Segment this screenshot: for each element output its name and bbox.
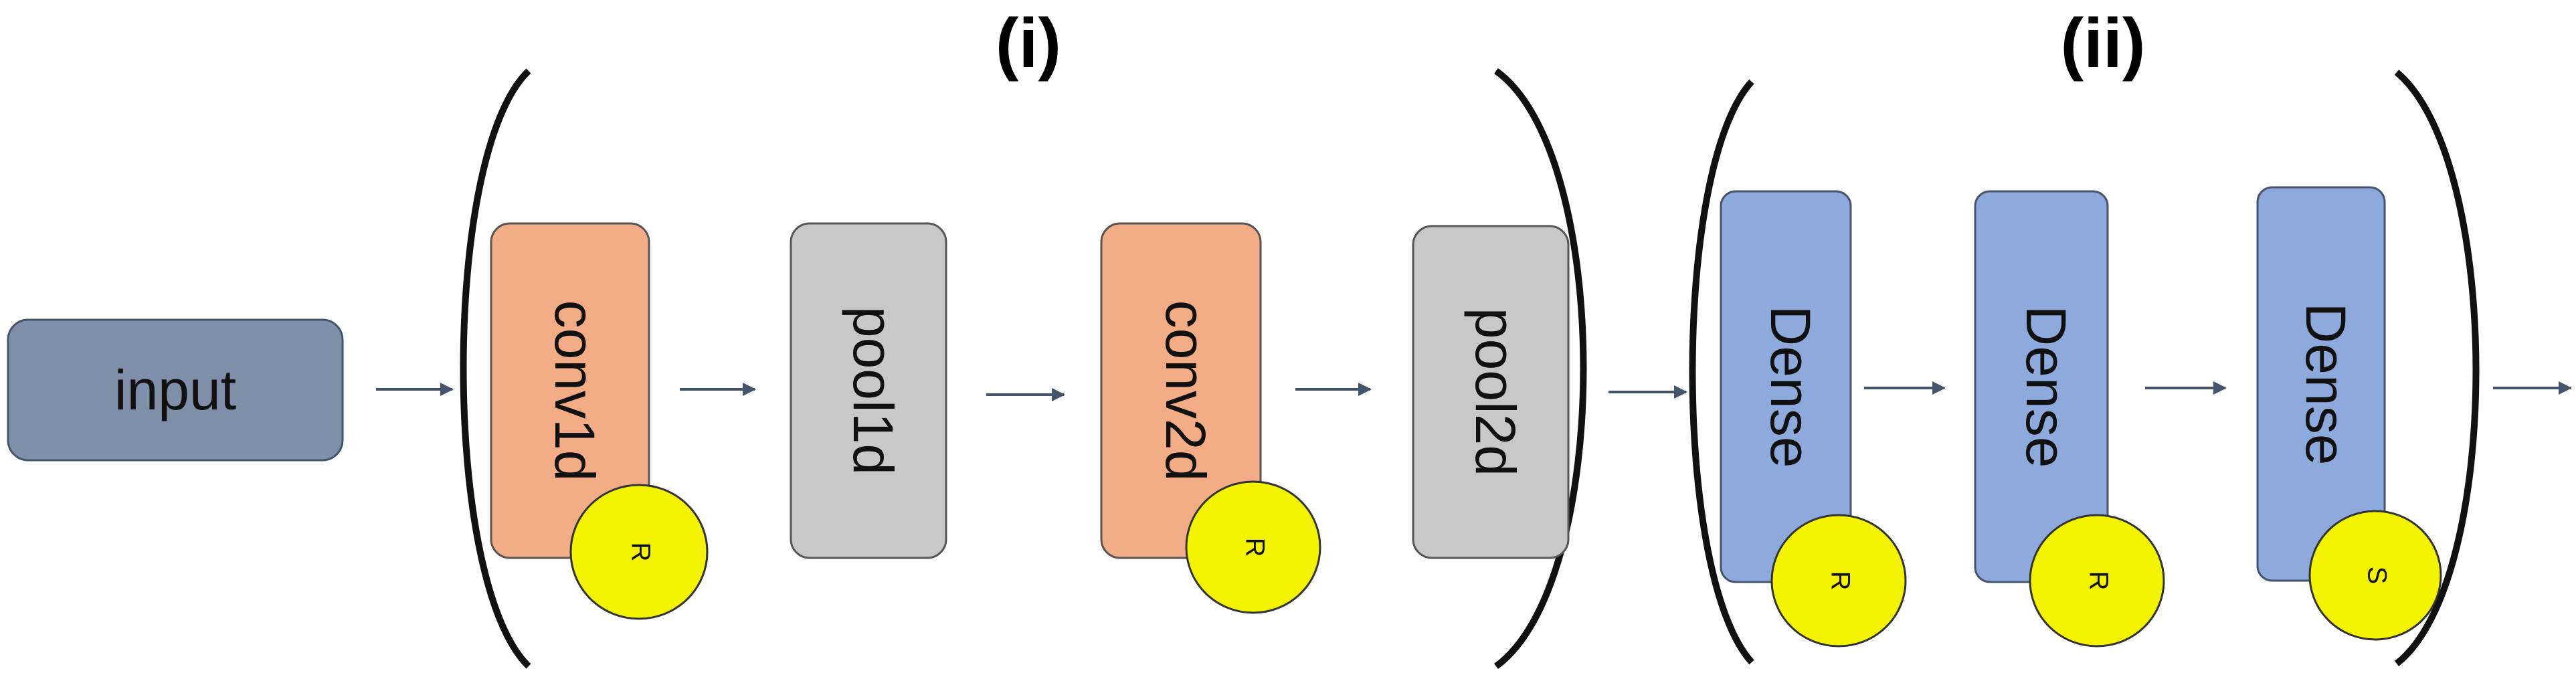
section-i-left-bracket <box>460 68 531 669</box>
dense1-activation-badge: R <box>1770 514 1907 648</box>
dense3-block: Dense <box>2256 186 2386 582</box>
conv1d-activation-circle <box>569 484 709 620</box>
pool1d-block: pool1d <box>790 222 947 559</box>
conv2d-block-label: conv2d <box>1154 300 1217 482</box>
dense3-block-label: Dense <box>2294 303 2357 466</box>
conv2d-block: conv2d <box>1100 222 1262 559</box>
conv2d-activation-circle <box>1185 480 1321 614</box>
pool1d-block-label: pool1d <box>842 306 905 475</box>
conv1d-activation-label: R <box>626 543 655 562</box>
dense2-activation-badge: R <box>2029 514 2165 648</box>
input-block-label: input <box>114 359 236 421</box>
pool1d-block-shape <box>790 222 947 559</box>
conv1d-block: conv1d <box>490 222 650 559</box>
conv2d-activation-label: R <box>1240 538 1269 557</box>
dense2-activation-label: R <box>2084 571 2113 591</box>
dense2-block: Dense <box>1974 190 2109 583</box>
section-ii-right-bracket <box>2394 70 2480 666</box>
input-block: input <box>7 318 344 462</box>
input-block-shape <box>7 318 344 462</box>
section-label-i: (i) <box>996 5 1061 82</box>
conv2d-activation-badge: R <box>1185 480 1321 614</box>
dense2-activation-circle <box>2029 514 2165 648</box>
conv1d-block-label: conv1d <box>543 300 606 482</box>
dense3-activation-circle <box>2308 510 2442 641</box>
section-ii-left-bracket <box>1689 79 1754 665</box>
pool2d-block-shape <box>1412 225 1570 559</box>
conv2d-block-shape <box>1100 222 1262 559</box>
conv1d-activation-badge: R <box>569 484 709 620</box>
dense1-activation-circle <box>1770 514 1907 648</box>
section-i-right-bracket <box>1494 68 1587 670</box>
dense3-activation-badge: S <box>2308 510 2442 641</box>
section-label-ii: (ii) <box>2060 5 2145 82</box>
dense3-activation-label: S <box>2362 567 2391 585</box>
dense1-block-label: Dense <box>1759 306 1822 468</box>
dense2-block-label: Dense <box>2015 306 2078 468</box>
dense1-activation-label: R <box>1825 571 1855 591</box>
dense1-block: Dense <box>1720 190 1852 583</box>
pool2d-block: pool2d <box>1412 225 1570 559</box>
pool2d-block-label: pool2d <box>1464 308 1527 476</box>
